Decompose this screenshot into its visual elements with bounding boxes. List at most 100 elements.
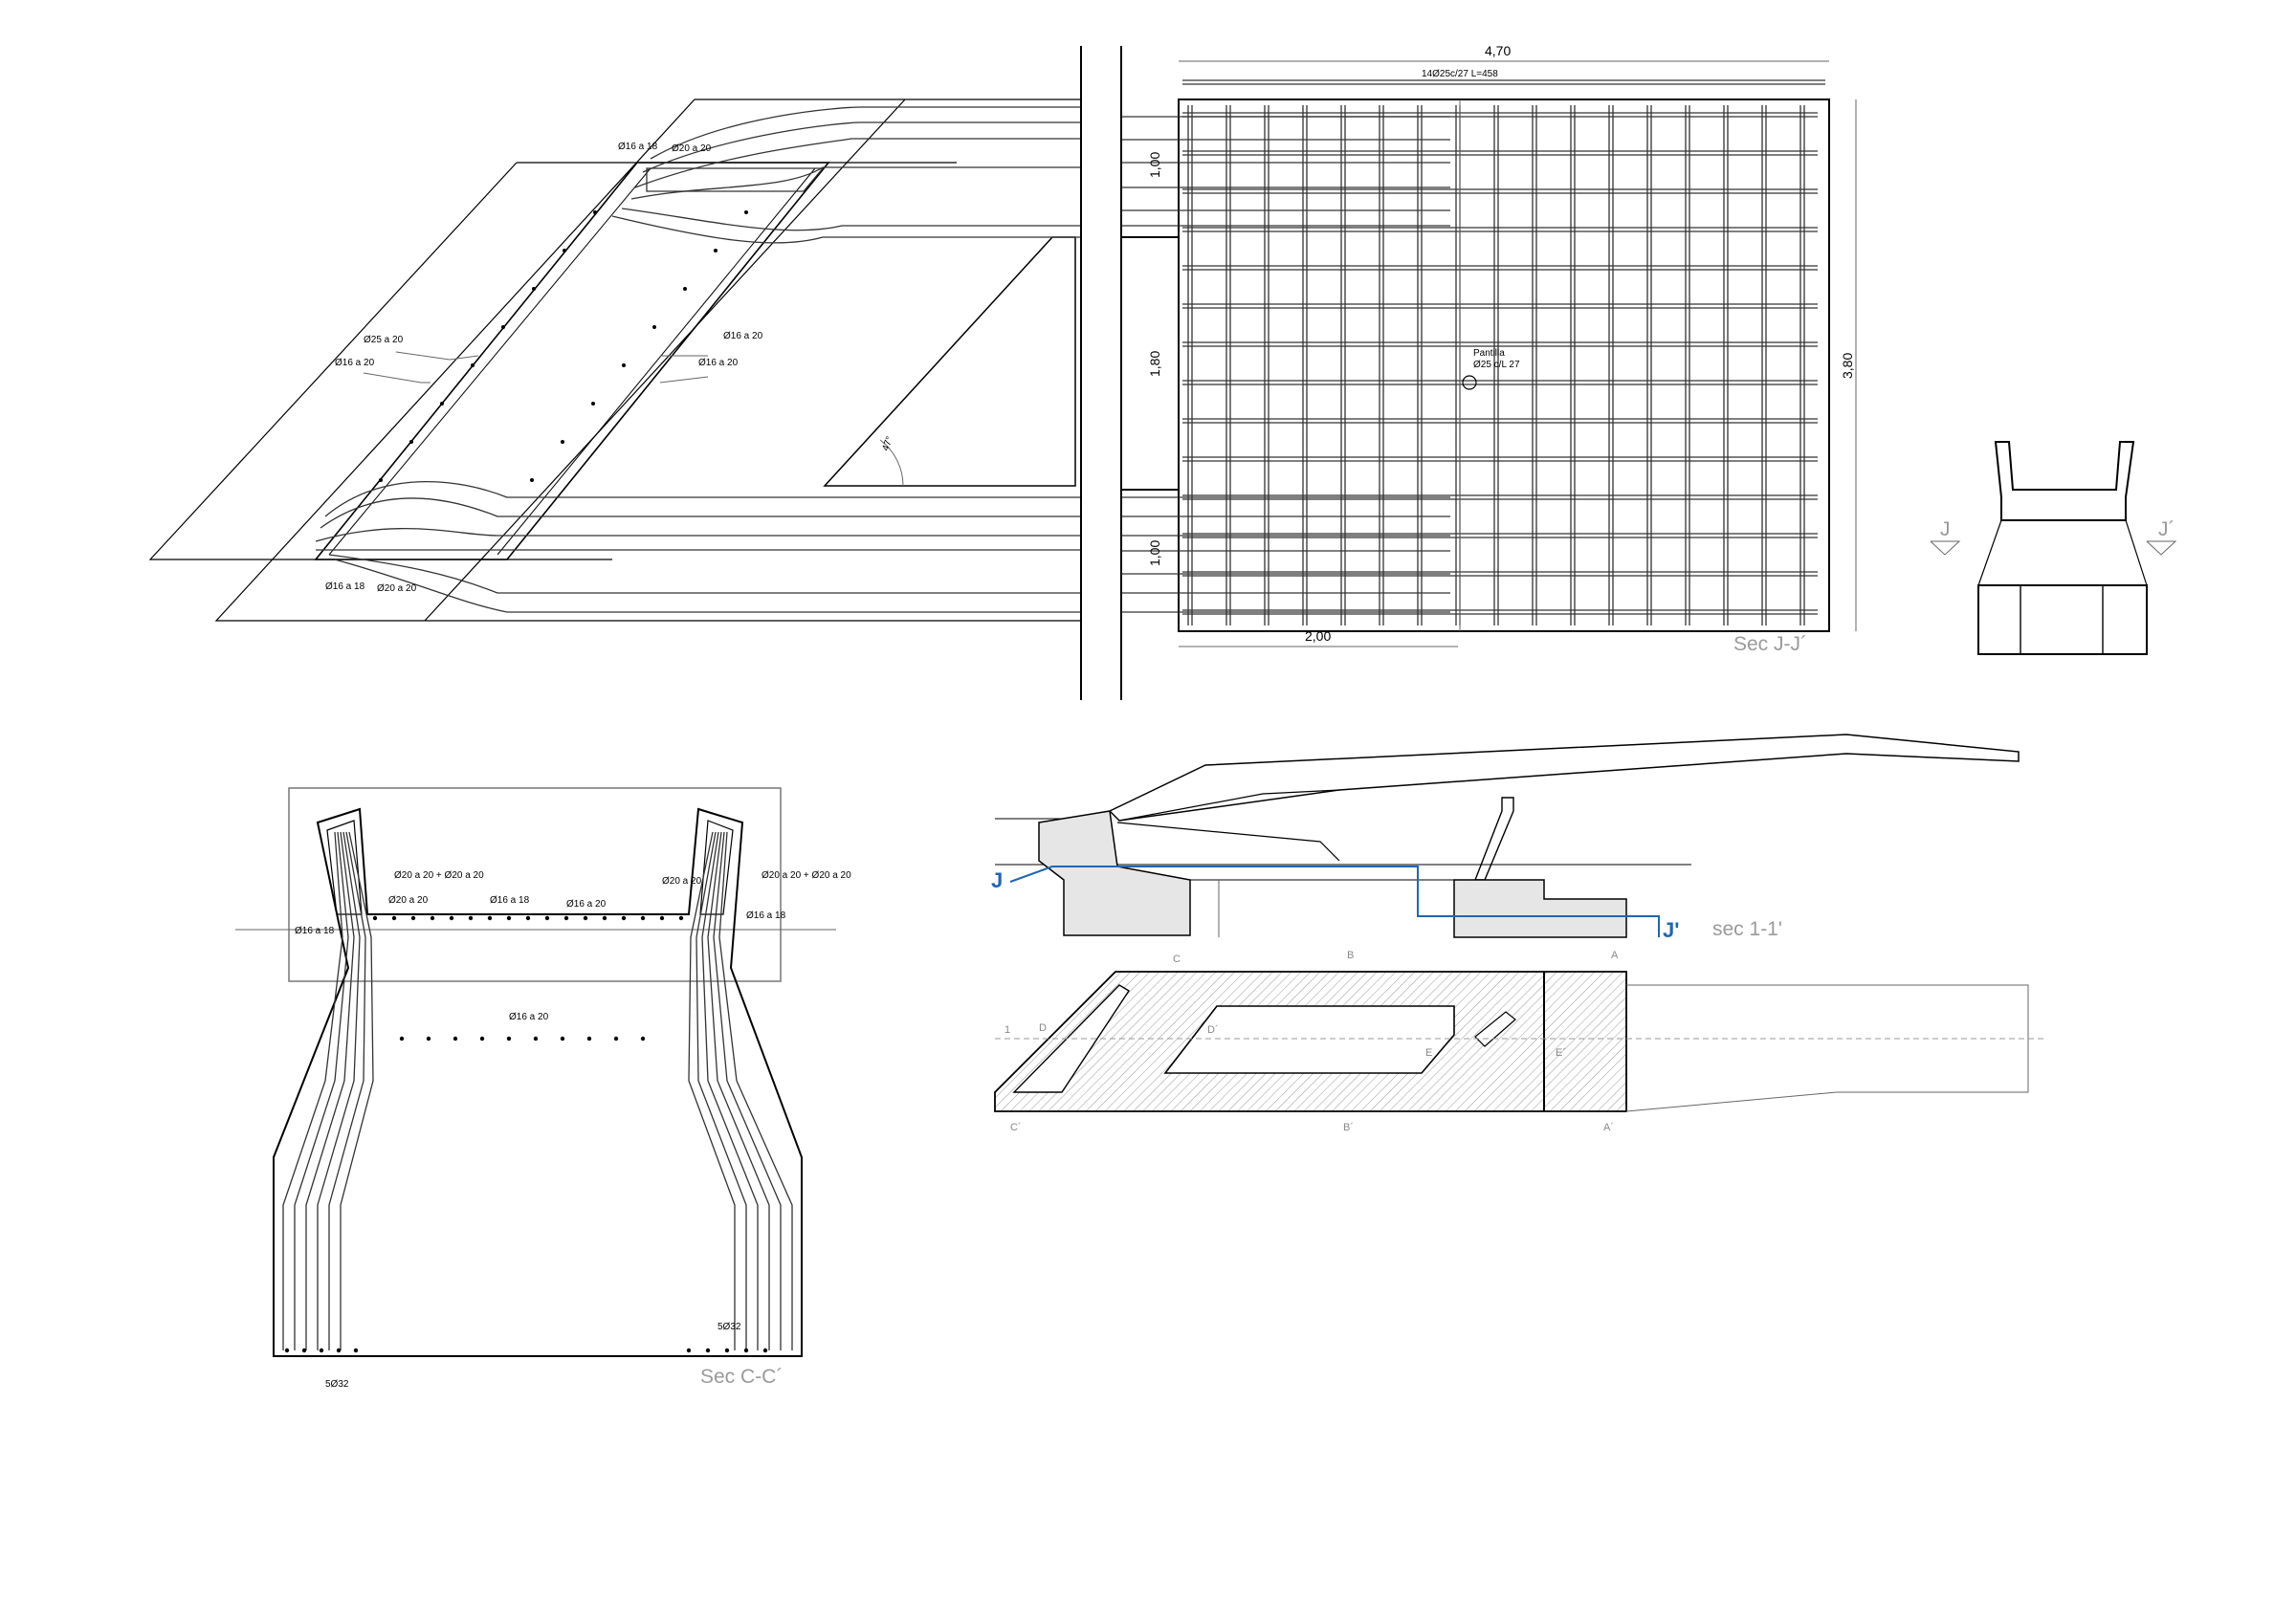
- right-leg-bar: [688, 831, 736, 1350]
- left-leg-bar: [282, 831, 343, 1350]
- pantile-label-2: Ø25 c/L 27: [1473, 360, 1520, 370]
- rebar-dot: [705, 1348, 711, 1353]
- mark-a: A: [1611, 950, 1619, 961]
- c-bottom-right: 5Ø32: [718, 1322, 741, 1332]
- c-label-6: Ø20 a 20 + Ø20 a 20: [762, 870, 851, 881]
- rebar-dot: [468, 915, 474, 921]
- c-label-2: Ø20 a 20: [388, 895, 429, 906]
- rebar-dot: [506, 1036, 512, 1042]
- left-leg-bar: [328, 831, 366, 1350]
- mark-e: E: [1425, 1047, 1432, 1059]
- left-leg-bar: [340, 831, 374, 1350]
- c-label-7: Ø16 a 18: [746, 910, 786, 921]
- left-leg-bar: [294, 831, 349, 1350]
- rebar-dot: [525, 915, 531, 921]
- rebar-dot: [319, 1348, 324, 1353]
- rebar-dot: [284, 1348, 290, 1353]
- elev-mark-j2: J': [1663, 918, 1679, 942]
- rebar-dot: [613, 1036, 619, 1042]
- rebar-dot: [336, 1348, 342, 1353]
- label-mid-right-a: Ø16 a 20: [723, 331, 763, 341]
- rebar-dot: [533, 1036, 539, 1042]
- elev-mark-j: J: [991, 868, 1003, 892]
- c-label-5: Ø20 a 20: [662, 876, 702, 887]
- label-mid-left-b: Ø16 a 20: [335, 358, 375, 368]
- rebar-dot: [399, 1036, 405, 1042]
- mark-b: B: [1347, 950, 1354, 961]
- label-mid-right-b: Ø16 a 20: [698, 358, 739, 368]
- rebar-dot: [563, 915, 569, 921]
- c-label-9: Ø16 a 20: [509, 1012, 549, 1022]
- rebar-dot: [640, 1036, 646, 1042]
- mark-a2: A´: [1603, 1122, 1614, 1133]
- dim-v1: 1,00: [1147, 152, 1162, 178]
- mark-one: 1: [1004, 1024, 1010, 1036]
- rebar-dot: [479, 1036, 485, 1042]
- dim-bottom: 2,00: [1305, 628, 1331, 644]
- rebar-dot: [353, 1348, 359, 1353]
- bar-spec: 14Ø25c/27 L=458: [1422, 69, 1498, 79]
- rebar-dot: [602, 915, 607, 921]
- angle-label: 47°: [880, 435, 895, 452]
- rebar-dot: [678, 915, 684, 921]
- rebar-dot: [426, 1036, 431, 1042]
- rebar-dot: [586, 1036, 592, 1042]
- rebar-dot: [724, 1348, 730, 1353]
- elev-title: sec 1-1': [1712, 918, 1782, 940]
- left-leg-bar: [305, 831, 355, 1350]
- right-leg-bar: [718, 831, 793, 1350]
- section-j-grid: 4,70 14Ø25c/27 L=458 Pantilla Ø25 c/L 27…: [1121, 43, 1857, 655]
- label-top-left: Ø16 a 18: [618, 142, 658, 152]
- c-bottom-left: 5Ø32: [325, 1379, 349, 1390]
- rebar-dot: [762, 1348, 768, 1353]
- right-leg-bar: [713, 831, 782, 1350]
- mark-c2: C´: [1010, 1122, 1022, 1133]
- mark-j-right: J´: [2158, 518, 2175, 540]
- rebar-dot: [506, 915, 512, 921]
- section-c: Ø20 a 20 + Ø20 a 20 Ø20 a 20 Ø16 a 18 Ø1…: [235, 787, 851, 1390]
- plan-view: 47°: [148, 99, 1082, 622]
- rebar-dot: [372, 915, 378, 921]
- rebar-dot: [621, 915, 627, 921]
- mark-j-left: J: [1940, 518, 1951, 540]
- dim-v3: 1,00: [1147, 540, 1162, 566]
- rebar-dot: [560, 1036, 565, 1042]
- rebar-dot: [430, 915, 435, 921]
- right-leg-bar: [695, 831, 747, 1350]
- rebar-dot: [640, 915, 646, 921]
- dim-top: 4,70: [1485, 43, 1511, 58]
- dim-right: 3,80: [1840, 353, 1855, 379]
- pantile-label-1: Pantilla: [1473, 348, 1505, 359]
- mark-c: C: [1173, 954, 1181, 965]
- rebar-dot: [583, 915, 588, 921]
- label-bottom-right: Ø20 a 20: [377, 583, 417, 594]
- rebar-dot: [544, 915, 550, 921]
- rebar-dot: [659, 915, 665, 921]
- pantile-circle: [1462, 375, 1477, 390]
- mark-d: D: [1039, 1022, 1047, 1034]
- label-top-right: Ø20 a 20: [672, 143, 712, 154]
- rebar-dot: [449, 915, 454, 921]
- rebar-dot: [391, 915, 397, 921]
- c-label-8: Ø16 a 18: [295, 926, 335, 936]
- rebar-dot: [410, 915, 416, 921]
- right-leg-bar: [707, 831, 770, 1350]
- right-leg-bar: [701, 831, 759, 1350]
- rebar-dot: [743, 1348, 749, 1353]
- rebar-dot: [453, 1036, 458, 1042]
- c-label-3: Ø16 a 18: [490, 895, 530, 906]
- rebar-dot: [301, 1348, 307, 1353]
- bottom-rebar-group: [315, 480, 1081, 613]
- mark-d2: D´: [1207, 1024, 1219, 1036]
- mark-b2: B´: [1343, 1122, 1354, 1133]
- c-label-4: Ø16 a 20: [566, 899, 607, 910]
- rebar-dot: [487, 915, 493, 921]
- top-rebar-group: [611, 106, 1081, 244]
- left-leg-bar: [317, 831, 361, 1350]
- rebar-dot: [686, 1348, 692, 1353]
- wall-rebar-dots: [379, 210, 748, 482]
- mark-e2: E´: [1556, 1047, 1566, 1059]
- elevation-section: J J' sec 1-1' C B A 1 D D´ E E´ C´ B´ A´: [991, 734, 2047, 1133]
- sec-j-title: Sec J-J´: [1733, 633, 1807, 655]
